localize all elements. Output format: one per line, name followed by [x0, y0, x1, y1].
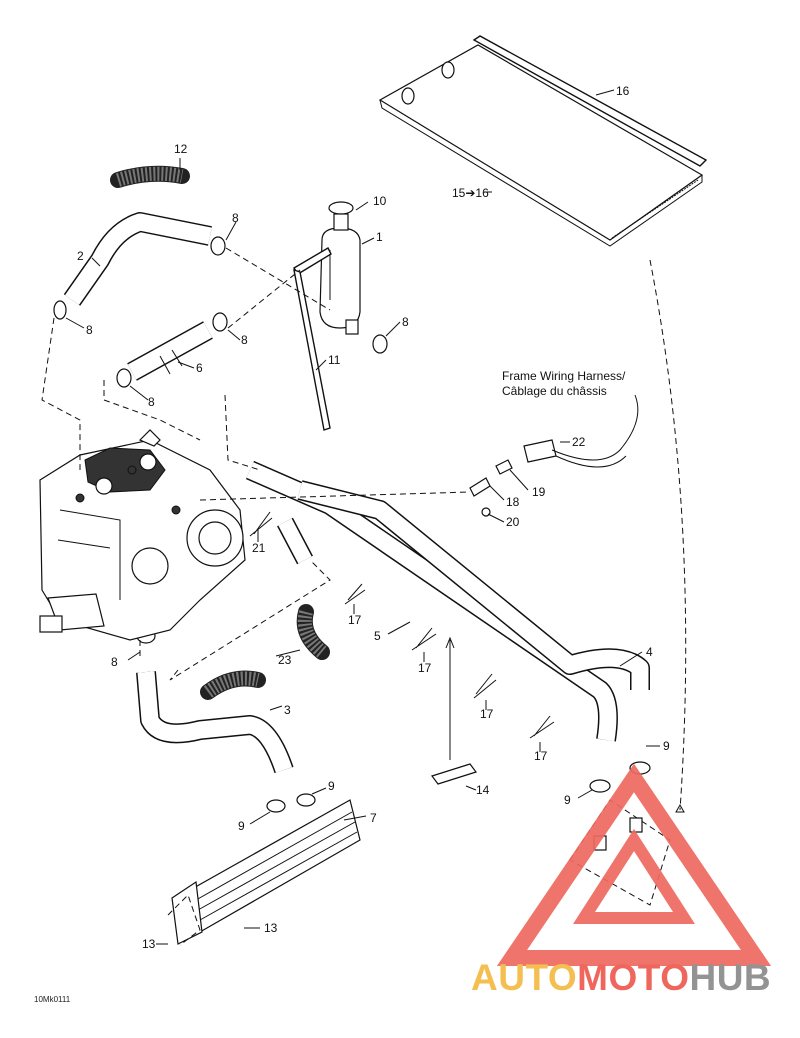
callout-labels: 10 1 16 15➔16 12 2 8 8 8 8 6 8 11 Frame …: [34, 84, 670, 1004]
harness-label-line2: Câblage du châssis: [502, 384, 607, 398]
figure-reference: 10Mk0111: [34, 995, 71, 1004]
watermark-logo: AUTOMOTOHUB: [471, 763, 772, 998]
harness-label-line1: Frame Wiring Harness/: [502, 369, 626, 383]
callout-22: 22: [572, 435, 586, 449]
radiator-panel-part-16: [378, 35, 708, 247]
callout-9-bottom: 9: [564, 793, 571, 807]
callout-8-tank: 8: [402, 315, 409, 329]
callout-13-right: 13: [264, 921, 278, 935]
callout-2: 2: [77, 249, 84, 263]
callout-15-16: 15➔16: [452, 186, 489, 200]
connector-hose-part-6: [127, 321, 213, 381]
callout-3: 3: [284, 703, 291, 717]
callout-16: 16: [616, 84, 630, 98]
lower-hose-part-3: [136, 671, 294, 774]
callout-23: 23: [278, 653, 292, 667]
callout-13-left: 13: [142, 937, 156, 951]
callout-17-a: 17: [348, 613, 362, 627]
pad-part-14: [431, 763, 477, 785]
callout-7: 7: [370, 811, 377, 825]
callout-10: 10: [373, 194, 387, 208]
hose-elbow-connector: [277, 517, 313, 565]
callout-11: 11: [328, 353, 341, 367]
callout-18: 18: [506, 495, 520, 509]
watermark-hub: HUB: [689, 957, 771, 998]
callout-8-lower: 8: [148, 395, 155, 409]
watermark-triangle: [496, 763, 772, 966]
corrugated-hose-part-23: [200, 604, 330, 700]
corrugated-hose-part-12: [110, 165, 190, 188]
cable-clips-part-17: [249, 511, 555, 739]
callout-19: 19: [532, 485, 546, 499]
watermark-word: AUTOMOTOHUB: [471, 957, 771, 998]
callout-leaders: [65, 89, 660, 945]
watermark-inner-shape: [573, 828, 695, 924]
callout-14: 14: [476, 783, 490, 797]
callout-1: 1: [376, 230, 383, 244]
upper-hose-part-2: [63, 212, 212, 306]
callout-9-right: 9: [663, 739, 670, 753]
callout-4: 4: [646, 645, 653, 659]
callout-5: 5: [374, 629, 381, 643]
temperature-sensor-assembly: [469, 394, 639, 517]
washers-part-9: [266, 761, 651, 813]
watermark-auto: AUTO: [471, 957, 577, 998]
engine-assembly: [39, 429, 246, 641]
callout-20: 20: [506, 515, 520, 529]
callout-9-radiator-right: 9: [328, 779, 335, 793]
long-hose-part-4: [297, 480, 650, 690]
callout-9-radiator-left: 9: [238, 819, 245, 833]
coolant-tank-part-1: [319, 201, 361, 335]
radiator-part-7: [171, 799, 361, 945]
watermark-moto: MOTO: [577, 957, 689, 998]
long-hose-part-5: [245, 460, 618, 742]
callout-8-left: 8: [86, 323, 93, 337]
callout-17-b: 17: [418, 661, 432, 675]
callout-6: 6: [196, 361, 203, 375]
callout-8-top: 8: [232, 211, 239, 225]
callout-17-d: 17: [534, 749, 548, 763]
callout-8-mid: 8: [241, 333, 248, 347]
callout-21: 21: [252, 541, 266, 555]
callout-17-c: 17: [480, 707, 494, 721]
callout-8-engine: 8: [111, 655, 118, 669]
callout-12: 12: [174, 142, 188, 156]
